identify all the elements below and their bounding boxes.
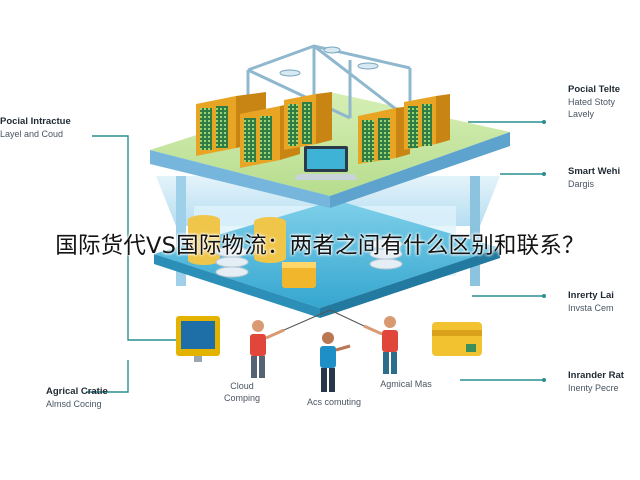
label-bottom-left: Agrical Cratie Almsd Cocing xyxy=(46,386,108,410)
drone-frame-icon xyxy=(246,44,412,128)
label-bottom-right: Inrander Rat Inenty Pecre xyxy=(568,370,624,394)
label-bottom-right-title: Inrander Rat xyxy=(568,370,624,381)
label-bottom-left-title: Agrical Cratie xyxy=(46,386,108,397)
connector-dots xyxy=(542,120,546,382)
middle-platform xyxy=(154,200,500,318)
person-icon xyxy=(250,320,285,378)
server-disk-stack xyxy=(215,238,403,278)
label-person-cloud-line1: Cloud xyxy=(230,381,254,391)
server-racks xyxy=(196,92,450,168)
label-bottom-right-sub: Inenty Pecre xyxy=(568,383,619,393)
coin-stack-icon xyxy=(282,262,316,288)
label-person-right: Agmical Mas xyxy=(368,378,444,390)
connector-lines xyxy=(86,121,544,393)
label-top-left-sub: Layel and Coud xyxy=(0,129,64,139)
label-top-right-sub2: Lavely xyxy=(568,109,595,119)
label-lower-right-sub: Invsta Cem xyxy=(568,303,614,313)
laptop-icon xyxy=(294,146,358,180)
person-icon xyxy=(320,332,351,392)
server-rack-icon xyxy=(358,106,410,164)
label-bottom-left-sub: Almsd Cocing xyxy=(46,399,102,409)
label-top-left-title: Pocial Intractue xyxy=(0,116,71,127)
server-rack-icon xyxy=(284,92,332,150)
label-person-center: Acs comuting xyxy=(286,396,382,408)
page-title: 国际货代VS国际物流：两者之间有什么区别和联系？ xyxy=(55,233,585,259)
propeller-icons xyxy=(279,46,379,77)
label-top-right: Pocial Telte Hated Stoty Lavely xyxy=(568,84,620,120)
label-mid-right: Smart Wehi Dargis xyxy=(568,166,620,190)
label-person-right-line1: Agmical Mas xyxy=(380,379,432,389)
monitor-icon xyxy=(176,316,220,362)
label-person-cloud-line2: Comping xyxy=(223,393,261,403)
label-mid-right-title: Smart Wehi xyxy=(568,166,621,177)
person-icon xyxy=(363,316,398,374)
label-mid-right-sub: Dargis xyxy=(568,179,595,189)
label-top-right-title: Pocial Telte xyxy=(568,84,621,95)
label-lower-right: Inrerty Lai Invsta Cem xyxy=(568,290,614,314)
credit-card-icon xyxy=(432,322,482,356)
pointer-lines xyxy=(283,309,365,331)
label-person-center-line1: Acs comuting xyxy=(306,397,362,407)
label-top-right-sub1: Hated Stoty xyxy=(568,97,616,107)
server-rack-icon xyxy=(404,94,450,150)
label-lower-right-title: Inrerty Lai xyxy=(568,290,614,301)
coin-stack-icon xyxy=(188,215,286,265)
headline-banner: 国际货代VS国际物流：两者之间有什么区别和联系？ xyxy=(0,224,640,264)
label-top-left: Pocial Intractue Layel and Coud xyxy=(0,116,71,140)
label-person-cloud: Cloud Comping xyxy=(212,380,272,404)
